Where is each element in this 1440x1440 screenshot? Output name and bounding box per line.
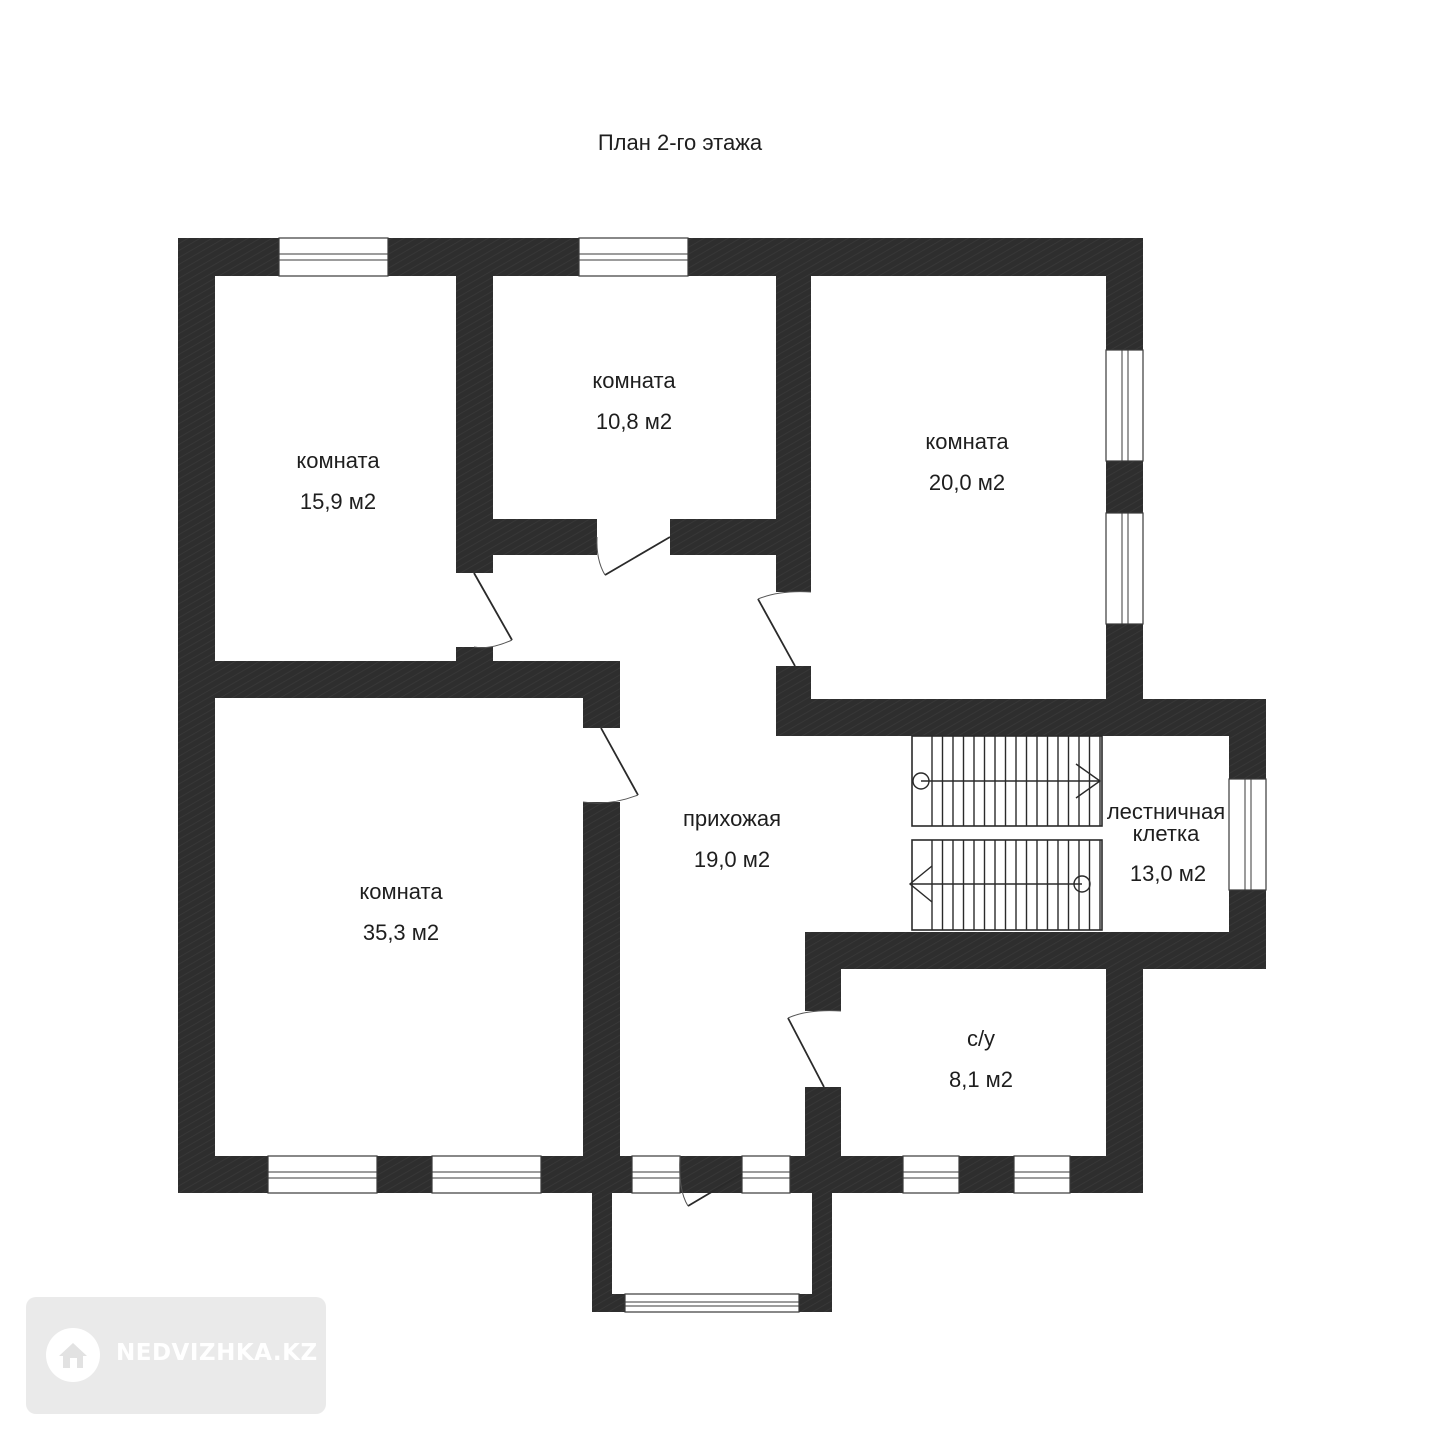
- wall-int-h3: [215, 661, 620, 698]
- door: [787, 1010, 842, 1088]
- wall-int-v1: [456, 276, 493, 573]
- window: [1105, 512, 1144, 625]
- doors: [473, 536, 842, 1207]
- window: [902, 1155, 960, 1194]
- wall-balcony-left: [592, 1193, 612, 1312]
- room-area: 20,0 м2: [929, 470, 1005, 495]
- door: [582, 727, 639, 804]
- room-area: 19,0 м2: [694, 847, 770, 872]
- room-area: 15,9 м2: [300, 489, 376, 514]
- window: [578, 237, 689, 277]
- watermark: NEDVIZHKA.KZ: [26, 1297, 326, 1414]
- room-name: лестничная: [1107, 799, 1225, 824]
- wall-int-v4b: [805, 1087, 841, 1193]
- room-area: 8,1 м2: [949, 1067, 1013, 1092]
- room-name: комната: [592, 368, 676, 393]
- walls: [178, 238, 1266, 1312]
- door: [679, 1155, 743, 1207]
- wall-int-v2: [776, 276, 811, 592]
- room-label: комната 20,0 м2: [925, 429, 1009, 495]
- house-icon: [46, 1328, 100, 1382]
- wall-int-h2: [776, 699, 1266, 736]
- wall-int-h4: [805, 932, 1266, 969]
- wall-int-h1a: [493, 519, 597, 555]
- window: [741, 1155, 791, 1194]
- window: [1013, 1155, 1071, 1194]
- window: [624, 1293, 800, 1313]
- room-area: 10,8 м2: [596, 409, 672, 434]
- stairs: [908, 735, 1103, 931]
- room-label: с/у 8,1 м2: [949, 1026, 1013, 1092]
- room-labels: комната 15,9 м2 комната 10,8 м2 комната …: [296, 368, 1225, 1092]
- wall-int-h1b: [670, 519, 776, 555]
- room-name: комната: [925, 429, 1009, 454]
- room-area: 13,0 м2: [1130, 861, 1206, 886]
- room-label: комната 35,3 м2: [359, 879, 443, 945]
- room-label: лестничная клетка 13,0 м2: [1107, 799, 1225, 886]
- stair-arrow-icon: [908, 865, 933, 903]
- wall-int-v1b: [456, 647, 493, 662]
- wall-int-v3a: [583, 661, 620, 728]
- window: [267, 1155, 378, 1194]
- wall-left: [178, 238, 215, 1193]
- window: [278, 237, 389, 277]
- door: [596, 536, 671, 576]
- room-label: прихожая 19,0 м2: [683, 806, 781, 872]
- room-name: комната: [296, 448, 380, 473]
- wall-right-lower: [1106, 932, 1143, 1193]
- wall-int-v4a: [805, 932, 841, 1011]
- room-label: комната 10,8 м2: [592, 368, 676, 434]
- room-area: 35,3 м2: [363, 920, 439, 945]
- plan-title: План 2-го этажа: [598, 130, 763, 155]
- room-name: комната: [359, 879, 443, 904]
- stair-flight-upper: [911, 735, 1103, 827]
- door: [473, 572, 513, 649]
- window: [1228, 778, 1267, 891]
- windows: [267, 237, 1267, 1313]
- room-label: комната 15,9 м2: [296, 448, 380, 514]
- wall-int-v3b: [583, 802, 620, 1193]
- watermark-text: NEDVIZHKA.KZ: [116, 1340, 318, 1366]
- window: [1105, 349, 1144, 462]
- wall-right-upper: [1106, 238, 1143, 735]
- door: [757, 591, 812, 667]
- room-name: прихожая: [683, 806, 781, 831]
- room-name-line2: клетка: [1133, 821, 1200, 846]
- room-name: с/у: [967, 1026, 995, 1051]
- window: [631, 1155, 681, 1194]
- wall-balcony-right: [812, 1193, 832, 1312]
- window: [431, 1155, 542, 1194]
